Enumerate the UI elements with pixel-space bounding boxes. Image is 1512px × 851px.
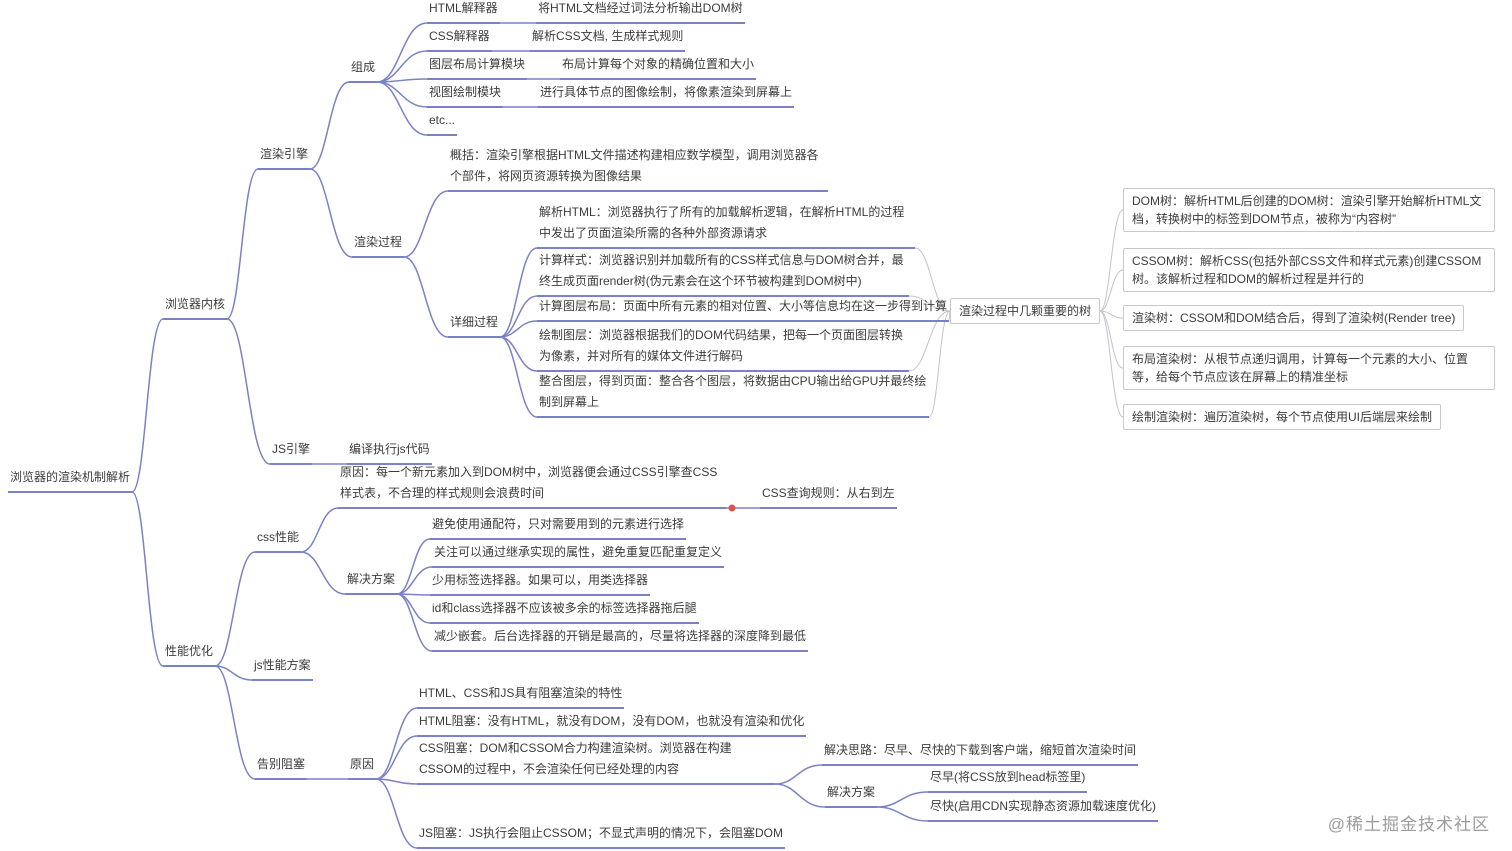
branch-connector	[131, 491, 164, 667]
branch-connector	[908, 310, 951, 372]
mindmap-node[interactable]: 尽快(启用CDN实现静态资源加载速度优化)	[928, 796, 1158, 822]
mindmap-node[interactable]: 解决方案	[825, 782, 878, 808]
branch-connector	[376, 22, 428, 83]
branch-connector	[499, 295, 538, 338]
branch-connector	[1099, 310, 1124, 319]
branch-connector	[499, 320, 538, 338]
branch-connector	[876, 806, 929, 822]
branch-connector	[396, 538, 431, 595]
mindmap-node[interactable]: id和class选择器不应该被多余的标签选择器拖后腿	[430, 598, 699, 624]
mindmap-node[interactable]: 浏览器内核	[163, 294, 228, 320]
mindmap-node[interactable]: 视图绘制模块	[427, 82, 504, 108]
mindmap-node[interactable]: CSS查询规则：从右到左	[760, 483, 897, 509]
mindmap-node[interactable]: JS阻塞：JS执行会阻止CSSOM；不显式声明的情况下，会阻塞DOM	[417, 823, 786, 849]
mindmap-node[interactable]: CSS阻塞：DOM和CSSOM合力构建渲染树。浏览器在构建CSSOM的过程中，不…	[417, 738, 775, 785]
mindmap-node[interactable]: 整合图层，得到页面：整合各个图层，将数据由CPU输出给GPU并最终绘制到屏幕上	[537, 371, 929, 418]
mindmap-node[interactable]: js性能方案	[252, 655, 313, 681]
branch-connector	[131, 318, 164, 493]
branch-connector	[226, 318, 271, 465]
branch-connector	[226, 168, 259, 320]
mindmap-node[interactable]: 尽早(将CSS放到head标签里)	[928, 767, 1088, 793]
mindmap-node[interactable]: 解析HTML：浏览器执行了所有的加载解析逻辑，在解析HTML的过程中发出了页面渲…	[537, 202, 915, 249]
mindmap-node[interactable]: 少用标签选择器。如果可以，用类选择器	[430, 570, 651, 596]
branch-connector	[375, 735, 418, 780]
branch-connector	[1099, 269, 1124, 312]
mindmap-node[interactable]: CSS解释器	[427, 26, 492, 52]
branch-connector	[309, 81, 350, 170]
mindmap-node[interactable]: 避免使用通配符，只对需要用到的元素进行选择	[430, 514, 687, 540]
branch-connector	[774, 783, 826, 808]
branch-connector	[499, 336, 538, 418]
branch-connector	[403, 190, 449, 258]
mindmap-node[interactable]: 编译执行js代码	[347, 439, 432, 465]
mindmap-node[interactable]: 图层布局计算模块	[427, 54, 528, 80]
mindmap-node[interactable]: 减少嵌套。后台选择器的开销是最高的，尽量将选择器的深度降到最低	[432, 626, 809, 652]
mindmap-box-node[interactable]: 渲染过程中几颗重要的树	[950, 298, 1101, 324]
mindmap-node[interactable]: 关注可以通过继承实现的属性，避免重复匹配重复定义	[432, 542, 725, 568]
mindmap-node[interactable]: 渲染引擎	[258, 144, 311, 170]
branch-connector	[1099, 209, 1124, 312]
mindmap-node[interactable]: 进行具体节点的图像绘制，将像素渲染到屏幕上	[538, 82, 795, 108]
branch-connector	[309, 168, 353, 258]
mindmap-node[interactable]: 原因：每一个新元素加入到DOM树中，浏览器便会通过CSS引擎查CSS样式表，不合…	[338, 462, 726, 509]
mindmap-box-node[interactable]: DOM树：解析HTML后创建的DOM树：渲染引擎开始解析HTML文档，转换树中的…	[1123, 188, 1495, 232]
branch-connector	[396, 566, 433, 595]
relation-dot-icon	[728, 504, 736, 512]
mindmap-box-node[interactable]: 渲染树：CSSOM和DOM结合后，得到了渲染树(Render tree)	[1123, 305, 1465, 331]
mindmap-node[interactable]: HTML解释器	[427, 0, 500, 24]
mindmap-node[interactable]: 告别阻塞	[255, 754, 308, 780]
mindmap-node[interactable]: 解决方案	[345, 569, 398, 595]
branch-connector	[214, 551, 256, 667]
mindmap-node[interactable]: JS引擎	[270, 439, 313, 465]
mindmap-node[interactable]: 绘制图层：浏览器根据我们的DOM代码结果，把每一个页面图层转换为像素，并对所有的…	[537, 325, 909, 372]
mindmap-box-node[interactable]: CSSOM树：解析CSS(包括外部CSS文件和样式元素)创建CSSOM树。该解析…	[1123, 248, 1495, 292]
branch-connector	[300, 507, 339, 553]
branch-connector	[214, 665, 256, 780]
mindmap-node[interactable]: 浏览器的渲染机制解析	[8, 467, 133, 493]
branch-connector	[928, 310, 951, 418]
mindmap-node[interactable]: 原因	[348, 754, 377, 780]
mindmap-node[interactable]: 渲染过程	[352, 232, 405, 258]
mindmap-node[interactable]: 解决思路：尽早、尽快的下载到客户端，缩短首次渲染时间	[822, 740, 1139, 766]
mindmap-node[interactable]: 布局计算每个对象的精确位置和大小	[560, 54, 757, 80]
mindmap-node[interactable]: 计算样式：浏览器识别并加载所有的CSS样式信息与DOM树合并，最终生成页面ren…	[537, 250, 909, 297]
branch-connector	[908, 295, 951, 312]
watermark: @稀土掘金技术社区	[1327, 815, 1490, 834]
mindmap-node[interactable]: 详细过程	[448, 312, 501, 338]
branch-connector	[375, 778, 418, 849]
mindmap-node[interactable]: HTML、CSS和JS具有阻塞渲染的特性	[417, 683, 625, 709]
branch-connector	[774, 764, 823, 785]
branch-connector	[375, 707, 418, 780]
mindmap-node[interactable]: 将HTML文档经过词法分析输出DOM树	[536, 0, 745, 24]
branch-connector	[214, 665, 253, 681]
branch-connector	[376, 50, 428, 83]
branch-connector	[914, 247, 951, 312]
mindmap-node[interactable]: 性能优化	[163, 641, 216, 667]
mindmap-box-node[interactable]: 绘制渲染树：遍历渲染树，每个节点使用UI后端层来绘制	[1123, 404, 1442, 430]
mindmap-box-node[interactable]: 布局渲染树：从根节点递归调用，计算每一个元素的大小、位置等，给每个节点应该在屏幕…	[1123, 346, 1495, 390]
branch-connector	[403, 256, 449, 338]
branch-connector	[376, 81, 428, 136]
mindmap-node[interactable]: 解析CSS文档, 生成样式规则	[530, 26, 686, 52]
branch-connector	[499, 247, 538, 338]
mindmap-node[interactable]: css性能	[255, 527, 302, 553]
branch-connector	[396, 593, 433, 652]
mindmap-node[interactable]: 组成	[349, 57, 378, 83]
mindmap-node[interactable]: 概括：渲染引擎根据HTML文件描述构建相应数学模型，调用浏览器各个部件，将网页资…	[448, 145, 828, 192]
mindmap-node[interactable]: etc...	[427, 110, 458, 136]
mindmap-node[interactable]: 计算图层布局：页面中所有元素的相对位置、大小等信息均在这一步得到计算	[537, 296, 950, 322]
mindmap-node[interactable]: HTML阻塞：没有HTML，就没有DOM，没有DOM，也就没有渲染和优化	[417, 711, 807, 737]
branch-connector	[1099, 310, 1124, 418]
branch-connector	[375, 778, 418, 785]
branch-connector	[300, 551, 346, 595]
